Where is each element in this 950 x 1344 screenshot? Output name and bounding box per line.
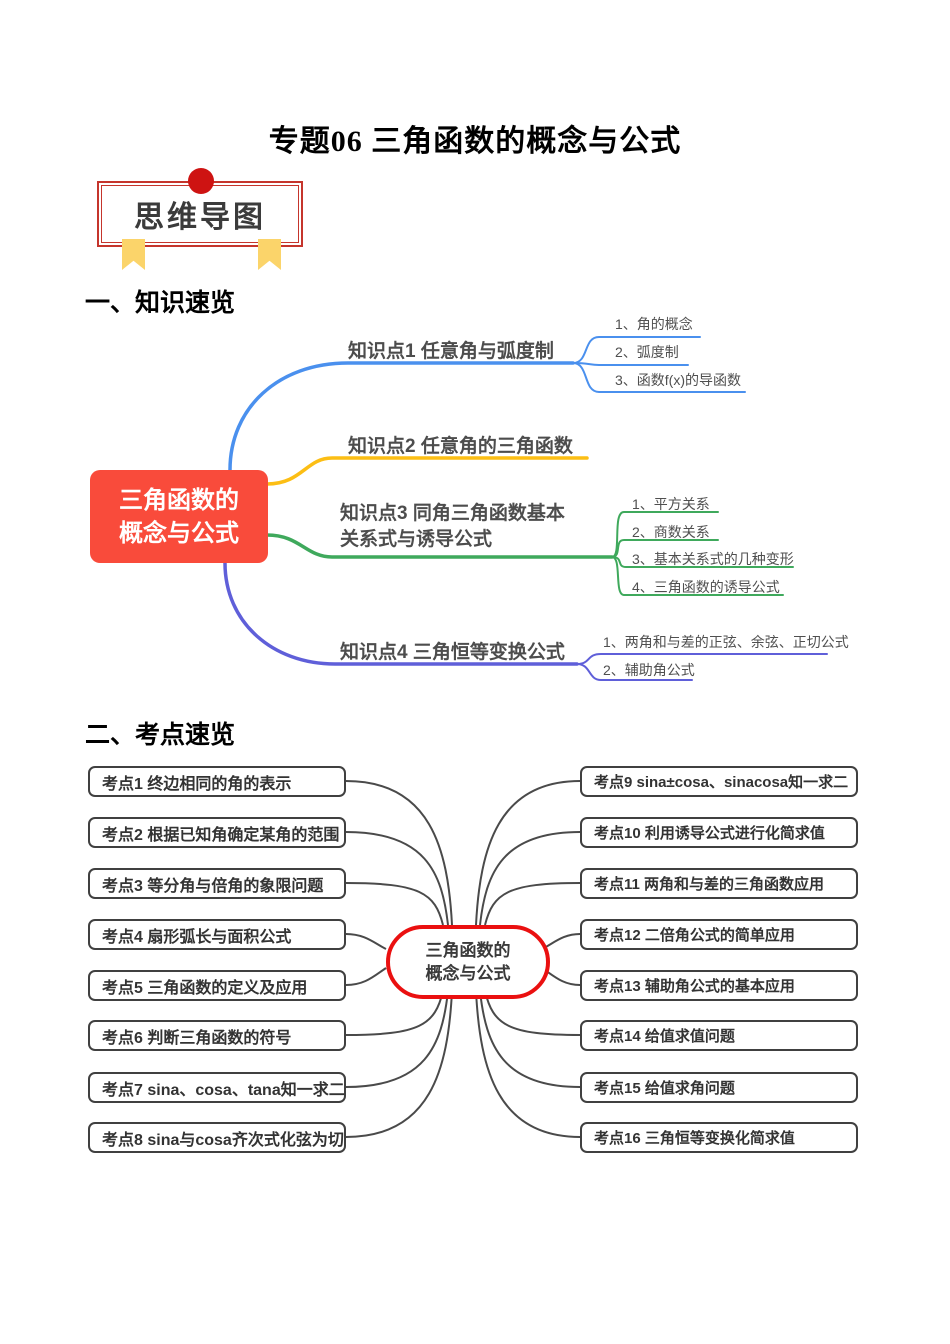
exam-point-box-5: 考点5 三角函数的定义及应用 bbox=[88, 970, 346, 1001]
branch4-label: 知识点4 三角恒等变换公式 bbox=[340, 642, 565, 663]
exam-left-curve-4 bbox=[345, 933, 387, 950]
section1-heading: 一、知识速览 bbox=[85, 290, 236, 317]
exam-point-box-10: 考点10 利用诱导公式进行化简求值 bbox=[580, 817, 858, 848]
mindmap-badge: 思维导图 bbox=[97, 168, 303, 270]
branch3-child3: 3、基本关系式的几种变形 bbox=[632, 551, 794, 567]
page-title: 专题06 三角函数的概念与公式 bbox=[268, 125, 682, 158]
branch2-curve bbox=[265, 456, 589, 486]
exam-point-box-4: 考点4 扇形弧长与面积公式 bbox=[88, 919, 346, 950]
exam-point-box-3: 考点3 等分角与倍角的象限问题 bbox=[88, 868, 346, 899]
center-node-line1: 三角函数的 bbox=[119, 486, 239, 514]
branch3-label-line2: 关系式与诱导公式 bbox=[340, 529, 493, 550]
exam-left-curve-8 bbox=[345, 990, 453, 1138]
exam-right-curve-3 bbox=[484, 882, 581, 926]
exam-point-box-15: 考点15 给值求角问题 bbox=[580, 1072, 858, 1103]
branch1-child3: 3、函数f(x)的导函数 bbox=[615, 372, 741, 388]
exam-point-box-12: 考点12 二倍角公式的简单应用 bbox=[580, 919, 858, 950]
exam-right-curve-7 bbox=[479, 990, 581, 1088]
branch3-child1: 1、平方关系 bbox=[632, 496, 710, 512]
exam-center-line2: 概念与公式 bbox=[425, 964, 511, 983]
exam-right-curve-8 bbox=[475, 990, 581, 1138]
section2-heading: 二、考点速览 bbox=[85, 722, 236, 749]
exam-left-curve-2 bbox=[345, 831, 449, 926]
branch1-child2: 2、弧度制 bbox=[615, 344, 679, 360]
branch3-label: 知识点3 同角三角函数基本 关系式与诱导公式 bbox=[340, 501, 590, 553]
exam-point-box-6: 考点6 判断三角函数的符号 bbox=[88, 1020, 346, 1051]
exam-point-box-7: 考点7 sina、cosa、tana知一求二 bbox=[88, 1072, 346, 1103]
exam-right-curve-4 bbox=[541, 933, 581, 950]
exam-point-box-1: 考点1 终边相同的角的表示 bbox=[88, 766, 346, 797]
exam-point-box-16: 考点16 三角恒等变换化简求值 bbox=[580, 1122, 858, 1153]
branch4-child1: 1、两角和与差的正弦、余弦、正切公式 bbox=[603, 634, 849, 650]
ribbon-icon bbox=[122, 239, 145, 270]
badge-dot-icon bbox=[188, 168, 214, 194]
exam-point-box-11: 考点11 两角和与差的三角函数应用 bbox=[580, 868, 858, 899]
center-node-line2: 概念与公式 bbox=[119, 519, 239, 547]
branch3-label-line1: 知识点3 同角三角函数基本 bbox=[340, 503, 565, 524]
exam-point-box-9: 考点9 sina±cosa、sinacosa知一求二 bbox=[580, 766, 858, 797]
exam-right-curve-1 bbox=[475, 780, 581, 926]
exam-left-curve-5 bbox=[345, 967, 387, 986]
exam-center-line1: 三角函数的 bbox=[425, 941, 511, 960]
exam-left-curve-7 bbox=[345, 990, 449, 1088]
branch4-child2: 2、辅助角公式 bbox=[603, 662, 695, 678]
exam-point-box-14: 考点14 给值求值问题 bbox=[580, 1020, 858, 1051]
branch1-label: 知识点1 任意角与弧度制 bbox=[348, 341, 554, 362]
knowledge-map-center-node: 三角函数的 概念与公式 bbox=[90, 470, 268, 563]
exam-right-curve-2 bbox=[479, 831, 581, 926]
branch2-label: 知识点2 任意角的三角函数 bbox=[348, 436, 573, 457]
branch1-child2-line bbox=[572, 362, 689, 366]
exam-map-center-node: 三角函数的 概念与公式 bbox=[386, 925, 550, 999]
exam-left-curve-3 bbox=[345, 882, 444, 926]
branch3-child2: 2、商数关系 bbox=[632, 524, 710, 540]
ribbon-icon bbox=[258, 239, 281, 270]
exam-point-box-13: 考点13 辅助角公式的基本应用 bbox=[580, 970, 858, 1001]
exam-point-box-8: 考点8 sina与cosa齐次式化弦为切 bbox=[88, 1122, 346, 1153]
branch1-child1: 1、角的概念 bbox=[615, 316, 693, 332]
exam-left-curve-1 bbox=[345, 780, 453, 926]
exam-point-box-2: 考点2 根据已知角确定某角的范围 bbox=[88, 817, 346, 848]
badge-label: 思维导图 bbox=[134, 201, 266, 234]
branch3-child4: 4、三角函数的诱导公式 bbox=[632, 579, 780, 595]
